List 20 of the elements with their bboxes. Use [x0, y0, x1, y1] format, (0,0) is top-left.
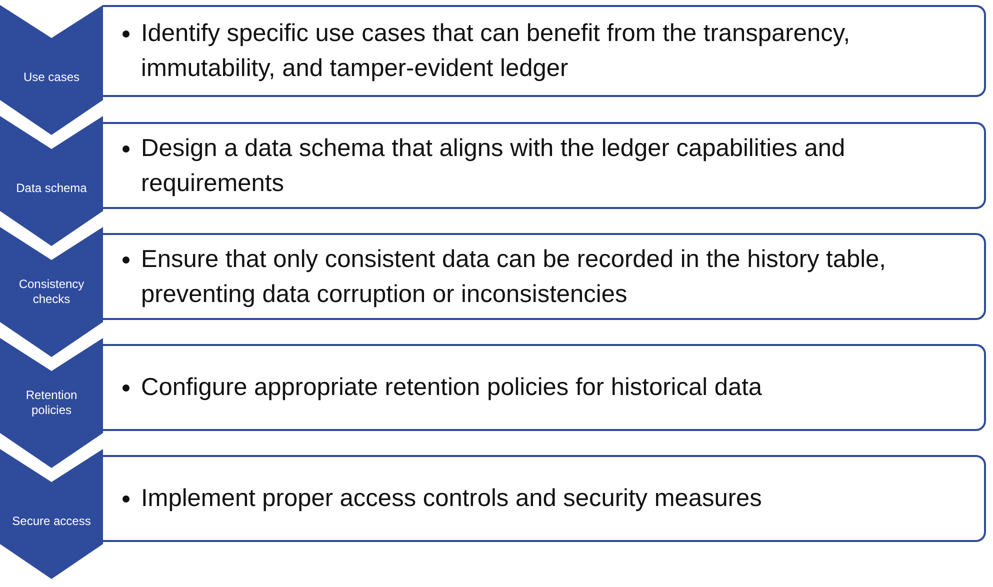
bullet-text: Identify specific use cases that can benefit from the transparency, immutability, and tamper-evident ledger — [141, 19, 852, 84]
bullet-text: Design a data schema that aligns with the ledger capabilities and requirements — [141, 134, 846, 198]
text-box — [103, 122, 986, 209]
chevron-step — [0, 116, 103, 246]
text-box — [103, 344, 986, 431]
text-box — [103, 233, 986, 320]
bullet-text: Implement proper access controls and security measures — [141, 484, 762, 514]
step-label: Use cases — [22, 70, 81, 85]
chevron-step — [0, 338, 103, 468]
chevron-step — [0, 5, 103, 135]
step-label: Data schema — [15, 181, 88, 196]
step-label: Secure access — [11, 514, 92, 529]
text-box — [103, 455, 986, 542]
bullet-text: Ensure that only consistent data can be recorded in the history table, preventing data corruption or inconsistencies — [141, 244, 887, 310]
step-label: Consistency checks — [18, 277, 86, 307]
step-label: Retention policies — [24, 388, 78, 418]
chevron-step — [0, 227, 103, 357]
bullet-text: Configure appropriate retention policies for historical data — [141, 373, 762, 403]
chevron-step — [0, 449, 103, 579]
text-box — [103, 5, 986, 97]
